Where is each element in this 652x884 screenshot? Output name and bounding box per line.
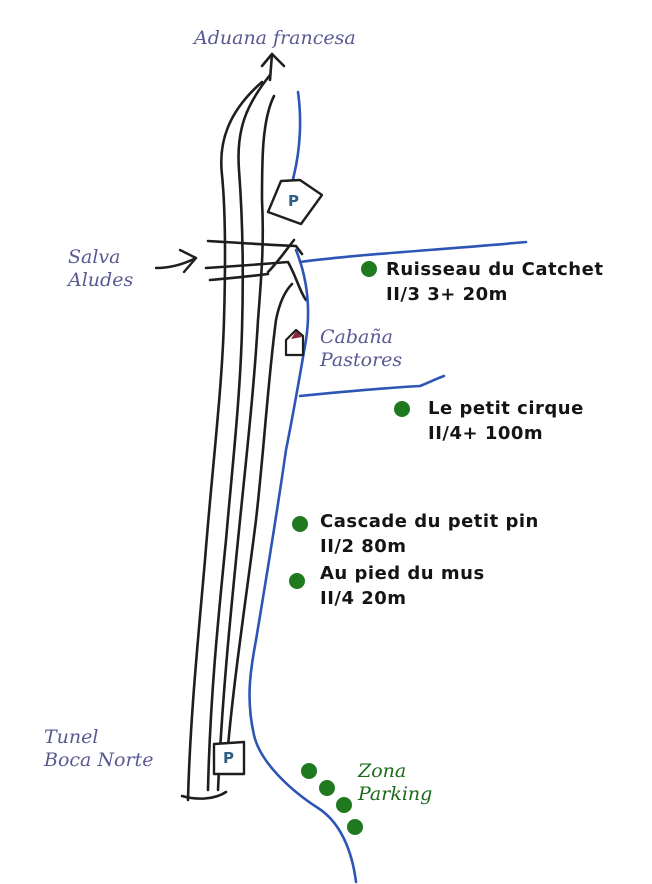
river-catchet-branch [298, 240, 528, 264]
climb-grade: II/2 80m [320, 536, 407, 557]
place-line: Salva [68, 246, 121, 268]
place-line: Pastores [320, 349, 403, 371]
road-junction-lower [208, 272, 270, 282]
climb-name: Cascade du petit pin [320, 511, 539, 532]
parking-letter-bottom: P [223, 749, 234, 767]
climb-spots [289, 261, 410, 835]
place-line: Cabaña [320, 326, 393, 348]
place-line: Boca Norte [44, 749, 154, 771]
road-west-edge [186, 80, 264, 802]
arrow-north-icon [260, 52, 286, 82]
climb-ruisseau-du-catchet: Ruisseau du Catchet II/3 3+ 20m [386, 257, 603, 307]
climb-spot-icon [394, 401, 410, 417]
climb-grade: II/3 3+ 20m [386, 284, 508, 305]
climb-spot-icon [289, 573, 305, 589]
road-junction-mid [204, 260, 308, 302]
climb-grade: II/4+ 100m [428, 423, 544, 444]
road-inner-right [216, 94, 276, 792]
climb-au-pied-du-mus: Au pied du mus II/4 20m [320, 561, 485, 611]
zona-parking-label: Zona Parking [358, 760, 432, 806]
climb-spot-icon [361, 261, 377, 277]
climb-name: Le petit cirque [428, 398, 584, 419]
climb-name: Au pied du mus [320, 563, 485, 584]
parking-sign-icon [266, 178, 324, 226]
road-lines [180, 73, 308, 802]
road-inner-left [206, 73, 272, 792]
place-tunel-boca-norte: Tunel Boca Norte [44, 726, 153, 772]
parking-zone-dot [301, 763, 317, 779]
tunnel-portal [180, 790, 228, 800]
salva-arrow-icon [154, 248, 198, 274]
road-east-edge [224, 282, 294, 772]
zona-line: Zona [358, 760, 407, 782]
parking-zone-dot [347, 819, 363, 835]
climb-grade: II/4 20m [320, 588, 407, 609]
river-cirque-branch [298, 374, 446, 398]
place-line: Aludes [68, 269, 134, 291]
zona-line: Parking [358, 783, 433, 805]
parking-sign-icon [212, 740, 246, 776]
place-aduana-francesa: Aduana francesa [194, 27, 356, 49]
parking-zone-dot [336, 797, 352, 813]
place-line: Tunel [44, 726, 99, 748]
climb-spot-icon [292, 516, 308, 532]
climb-name: Ruisseau du Catchet [386, 259, 604, 280]
hut-icon [284, 328, 305, 357]
parking-zone-dot [319, 780, 335, 796]
place-salva-aludes: Salva Aludes [68, 246, 133, 292]
river-main [248, 248, 358, 884]
climb-cascade-du-petit-pin: Cascade du petit pin II/2 80m [320, 509, 539, 559]
climb-le-petit-cirque: Le petit cirque II/4+ 100m [428, 396, 584, 446]
parking-letter-top: P [288, 192, 299, 210]
place-cabana-pastores: Cabaña Pastores [320, 326, 402, 372]
road-spur [266, 238, 296, 274]
road-junction-upper [206, 239, 304, 256]
